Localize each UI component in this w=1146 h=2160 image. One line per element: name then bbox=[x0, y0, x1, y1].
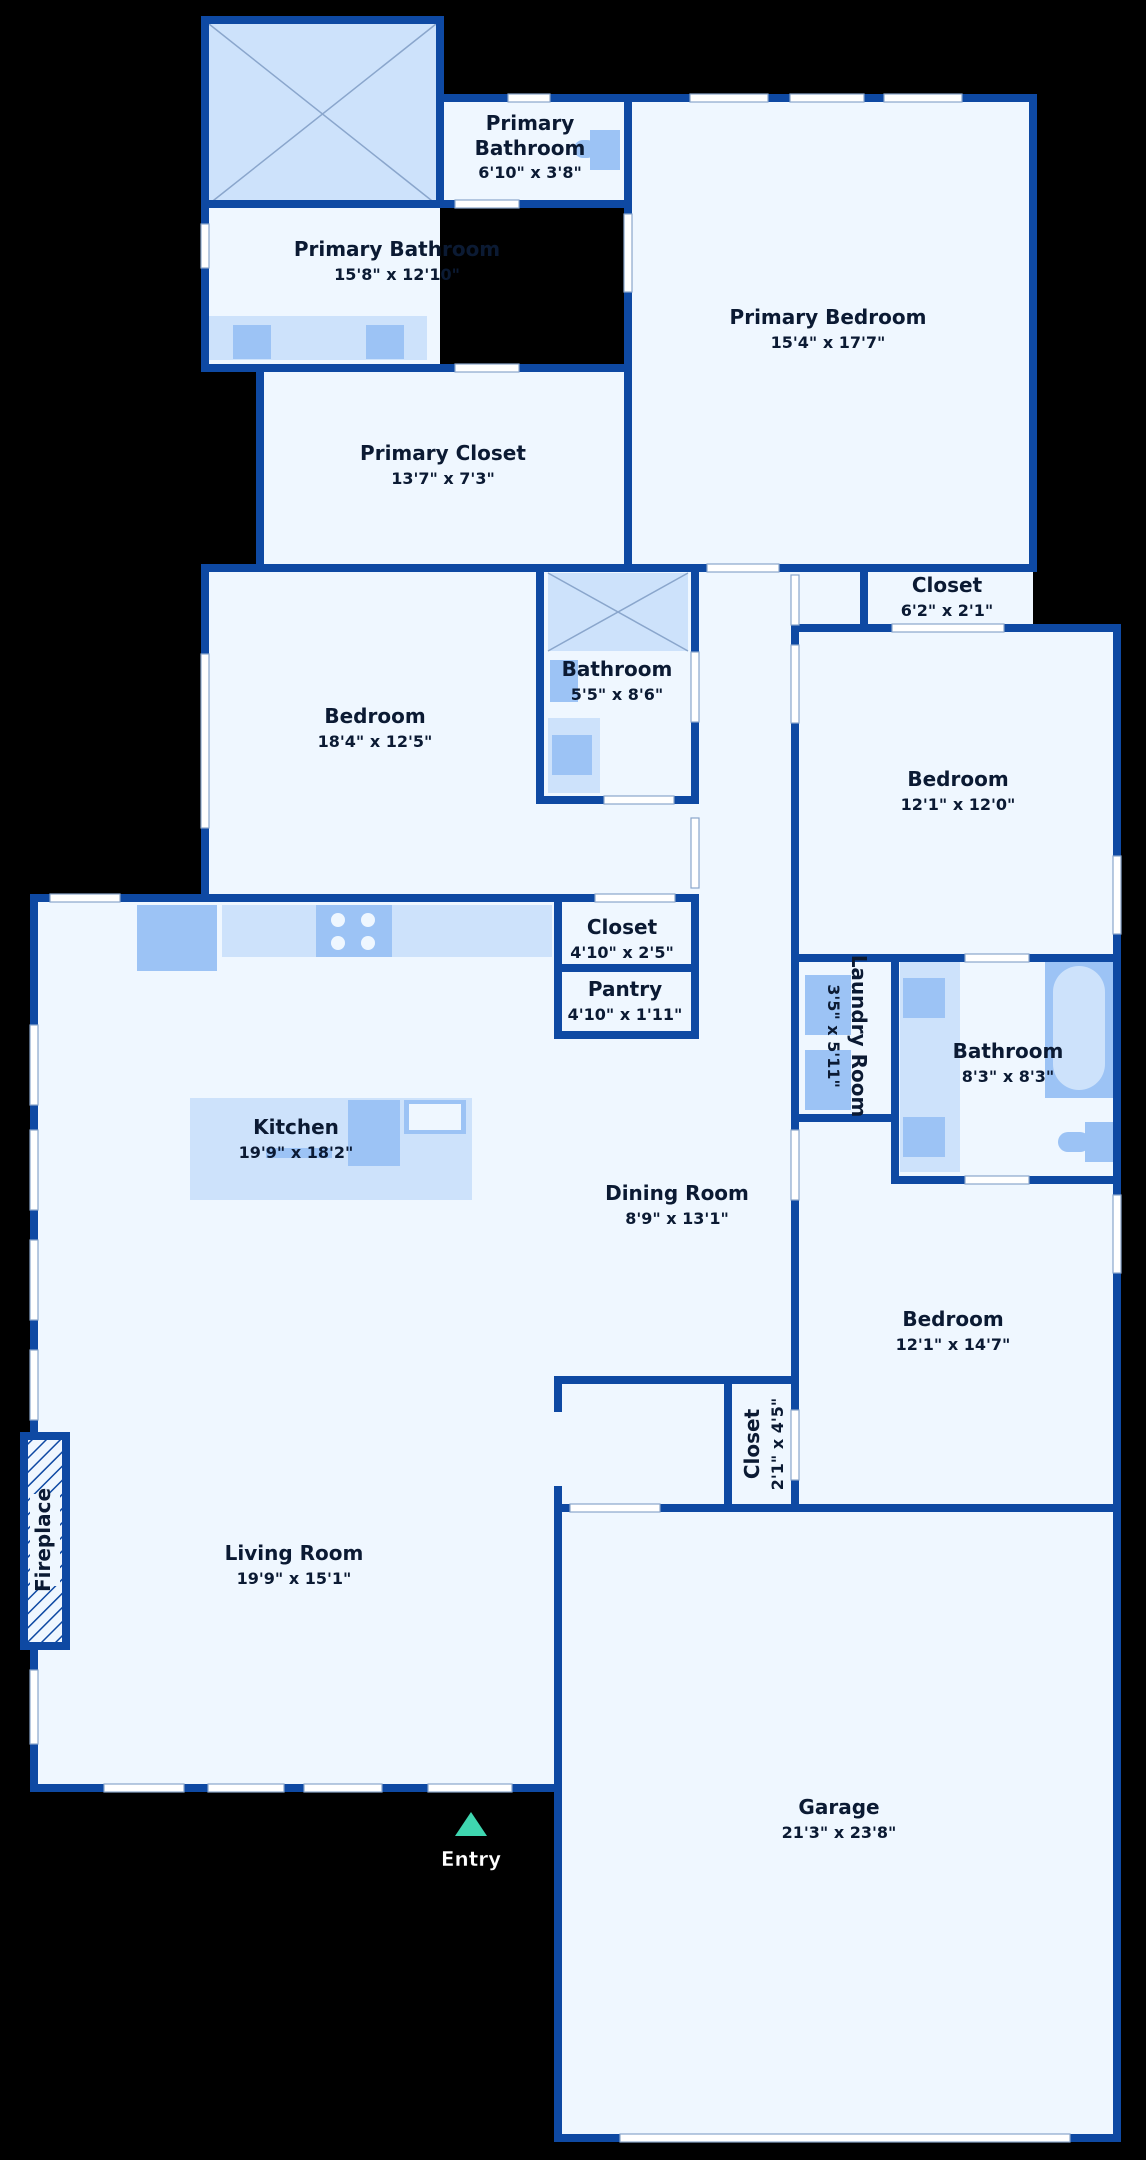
room-name: Living Room bbox=[225, 1541, 364, 1565]
windows bbox=[29, 93, 1122, 2143]
sink-icon bbox=[366, 325, 404, 359]
room-dims: 2'1" x 4'5" bbox=[768, 1398, 787, 1490]
room-dims: 18'4" x 12'5" bbox=[318, 732, 433, 751]
room-dims: 3'5" x 5'11" bbox=[824, 984, 843, 1088]
dryer-icon bbox=[805, 1050, 851, 1110]
room-dims: 13'7" x 7'3" bbox=[391, 469, 495, 488]
room-dims: 4'10" x 2'5" bbox=[570, 943, 674, 962]
fixtures bbox=[137, 23, 1115, 1200]
room-name: Closet bbox=[912, 573, 983, 597]
room-name: Closet bbox=[587, 915, 658, 939]
room-dims: 5'5" x 8'6" bbox=[571, 685, 663, 704]
fireplace-label: Fireplace bbox=[31, 1488, 55, 1592]
room-name: Laundry Room bbox=[847, 955, 871, 1118]
room-dims: 8'3" x 8'3" bbox=[962, 1067, 1054, 1086]
room-dims: 6'2" x 2'1" bbox=[901, 601, 993, 620]
room-dims: 4'10" x 1'11" bbox=[568, 1005, 683, 1024]
room-name: Dining Room bbox=[605, 1181, 749, 1205]
sink-icon bbox=[903, 1117, 945, 1157]
walls bbox=[30, 16, 1121, 2142]
room-dims: 12'1" x 12'0" bbox=[901, 795, 1016, 814]
room-dims: 12'1" x 14'7" bbox=[896, 1335, 1011, 1354]
room-name: Closet bbox=[740, 1408, 764, 1479]
room-dims: 21'3" x 23'8" bbox=[782, 1823, 897, 1842]
room-labels: Primary Bathroom 6'10" x 3'8" Primary Ba… bbox=[225, 111, 1064, 1842]
room-name: Bedroom bbox=[902, 1307, 1003, 1331]
room-dims: 15'4" x 17'7" bbox=[771, 333, 886, 352]
entry-label: Entry bbox=[441, 1847, 501, 1871]
room-name: Pantry bbox=[588, 977, 662, 1001]
refrigerator-icon bbox=[137, 905, 217, 971]
room-dims: 8'9" x 13'1" bbox=[625, 1209, 729, 1228]
room-dims: 19'9" x 18'2" bbox=[239, 1143, 354, 1162]
room-name: Kitchen bbox=[253, 1115, 339, 1139]
room-name: Primary Bathroom bbox=[294, 237, 500, 261]
toilet-icon bbox=[550, 660, 578, 702]
sink-icon bbox=[903, 978, 945, 1018]
room-name: Bathroom bbox=[953, 1039, 1064, 1063]
room-dims: 15'8" x 12'10" bbox=[334, 265, 460, 284]
stove-icon bbox=[316, 905, 392, 957]
sink-icon bbox=[348, 1100, 400, 1166]
room-name: Bedroom bbox=[907, 767, 1008, 791]
washer-icon bbox=[805, 975, 851, 1035]
room-name: Bathroom bbox=[475, 136, 586, 160]
room-name: Primary bbox=[486, 111, 575, 135]
sink-icon bbox=[233, 325, 271, 359]
entry-arrow-icon bbox=[455, 1812, 487, 1836]
room-name: Primary Bedroom bbox=[730, 305, 927, 329]
room-name: Primary Closet bbox=[360, 441, 526, 465]
room-name: Bathroom bbox=[562, 657, 673, 681]
room-name: Garage bbox=[798, 1795, 879, 1819]
room-name: Bedroom bbox=[324, 704, 425, 728]
room-dims: 6'10" x 3'8" bbox=[478, 163, 582, 182]
room-dims: 19'9" x 15'1" bbox=[237, 1569, 352, 1588]
floor-areas bbox=[34, 20, 1117, 2138]
